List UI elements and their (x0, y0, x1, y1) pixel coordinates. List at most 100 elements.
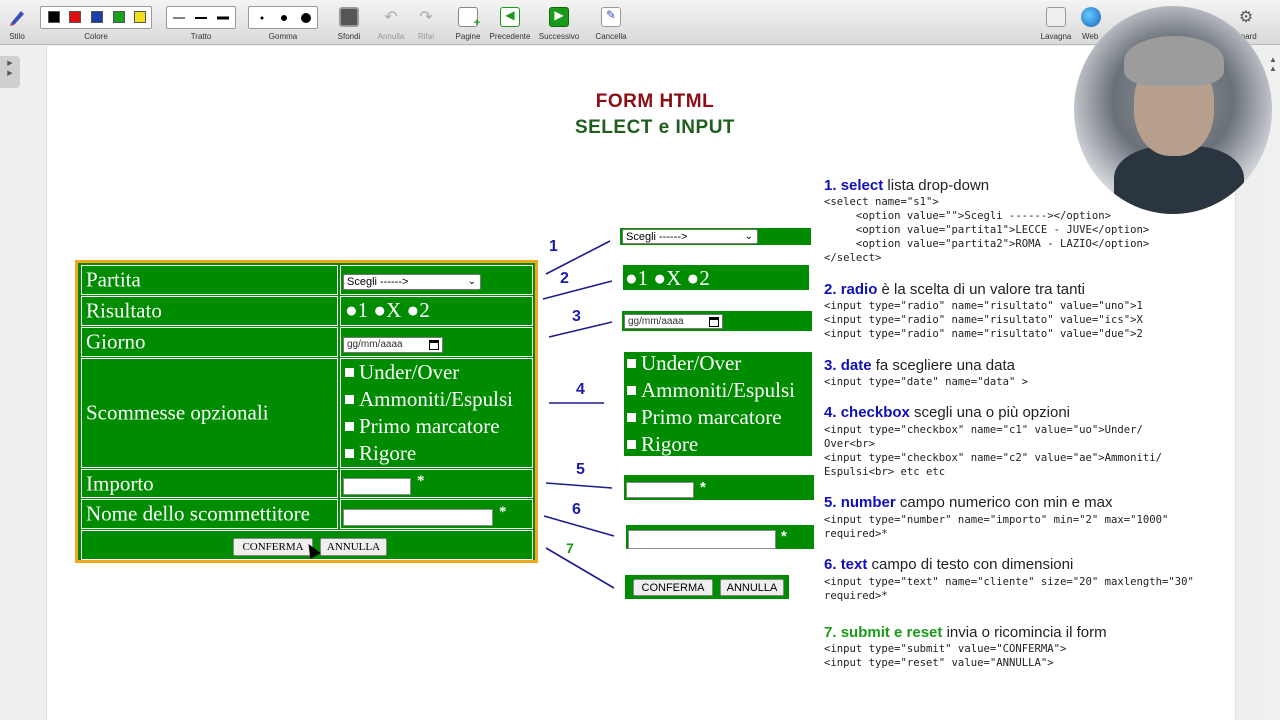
color-blue-swatch[interactable] (91, 11, 103, 23)
required-mark: * (417, 473, 425, 489)
tool-stilo[interactable]: Stilo (2, 3, 32, 43)
checkbox-label: Under/Over (359, 360, 460, 384)
label-cell: Importo (81, 469, 338, 498)
name-input[interactable] (343, 509, 493, 526)
tool-pagine[interactable]: + Pagine (452, 3, 484, 43)
sample-number-input[interactable] (626, 482, 694, 498)
submit-button[interactable]: CONFERMA (233, 538, 313, 556)
input-cell: gg/mm/aaaa (340, 327, 533, 357)
color-black-swatch[interactable] (48, 11, 60, 23)
stroke-group[interactable] (166, 6, 236, 29)
checkbox-primo-marcatore[interactable]: Primo marcatore (345, 416, 500, 437)
row-label-risultato: Risultato (86, 298, 162, 323)
sample-checkbox[interactable]: Primo marcatore (627, 407, 782, 428)
checkbox-ammoniti[interactable]: Ammoniti/Espulsi (345, 389, 513, 410)
sample-submit-button[interactable]: CONFERMA (633, 579, 713, 596)
sample-checkbox[interactable]: Rigore (627, 434, 698, 455)
whiteboard-icon (1046, 7, 1066, 27)
tool-label: Pagine (455, 32, 481, 41)
code-block-1: <select name="s1"> <option value="">Sceg… (824, 195, 1149, 265)
reset-button[interactable]: ANNULLA (320, 538, 387, 556)
explanation-keyword: radio (840, 281, 878, 298)
row-label-nome: Nome dello scommettitore (86, 501, 310, 526)
code-block-4: <input type="checkbox" name="c1" value="… (824, 423, 1162, 479)
explanation-text: è la scelta di un valore tra tanti (877, 281, 1085, 298)
tool-cancella[interactable]: ✎ Cancella (592, 3, 630, 43)
eraser-group[interactable] (248, 6, 318, 29)
color-yellow-swatch[interactable] (134, 11, 146, 23)
code-block-5: <input type="number" name="importo" min=… (824, 513, 1168, 541)
date-input[interactable]: gg/mm/aaaa (343, 337, 443, 353)
tool-label: Cancella (595, 32, 627, 41)
checkbox-box[interactable] (627, 386, 636, 395)
explanation-heading-2: 2. radio è la scelta di un valore tra ta… (824, 281, 1085, 298)
sample-reset-button[interactable]: ANNULLA (720, 579, 784, 596)
tool-sfondi[interactable]: Sfondi (332, 3, 366, 43)
step-number: 7 (566, 540, 574, 556)
undo-icon: ↶ (384, 9, 398, 26)
tool-precedente[interactable]: ◀ Precedente (486, 3, 534, 43)
step-number: 3 (572, 308, 581, 325)
tool-lavagna[interactable]: Lavagna (1036, 3, 1076, 43)
checkbox-rigore[interactable]: Rigore (345, 443, 416, 464)
tool-label: Board (1235, 32, 1257, 41)
tool-board[interactable]: ⚙ Board (1230, 3, 1262, 43)
sample-select[interactable]: Scegli ------>⌄ (622, 229, 758, 244)
explanation-number: 7. (824, 624, 837, 641)
tool-label: Stilo (9, 32, 25, 41)
amount-input[interactable] (343, 478, 411, 495)
tool-label: Colore (84, 32, 108, 41)
tool-successivo[interactable]: ▶ Successivo (536, 3, 582, 43)
code-line: </select> (824, 252, 882, 264)
code-line: required>* (824, 590, 888, 602)
input-cell: Under/Over Ammoniti/Espulsi Primo marcat… (340, 358, 533, 468)
presenter-hair (1124, 36, 1224, 86)
color-green-swatch[interactable] (113, 11, 125, 23)
checkbox-box[interactable] (345, 395, 354, 404)
label-cell: Giorno (81, 327, 338, 357)
page-title: FORM HTML (595, 91, 715, 112)
code-line: <input type="radio" name="risultato" val… (824, 300, 1143, 312)
tool-annulla[interactable]: ↶ Annulla (374, 3, 408, 43)
sample-select-widget: Scegli ------>⌄ (620, 228, 811, 245)
sample-checkbox[interactable]: Under/Over (627, 353, 741, 374)
tool-web[interactable]: Web (1080, 3, 1102, 43)
code-line: <select name="s1"> (824, 196, 939, 208)
match-select[interactable]: Scegli ------>⌄ (343, 274, 481, 290)
checkbox-label: Rigore (641, 432, 699, 456)
checkbox-box[interactable] (627, 413, 636, 422)
code-line: <input type="radio" name="risultato" val… (824, 314, 1143, 326)
row-label-importo: Importo (86, 471, 154, 495)
explanation-keyword: submit e reset (840, 624, 943, 641)
side-panel-toggle[interactable]: ▶▶ (0, 56, 20, 88)
calendar-icon (429, 340, 439, 350)
webcam-overlay (1074, 6, 1272, 214)
step-number: 5 (576, 461, 585, 478)
input-cell: ●1 ●X ●2 (340, 296, 533, 326)
explanation-text: scegli una o più opzioni (909, 404, 1070, 421)
checkbox-box[interactable] (627, 440, 636, 449)
sample-radio-group[interactable]: ●1 ●X ●2 (625, 266, 710, 290)
checkbox-box[interactable] (345, 422, 354, 431)
explanation-number: 3. (824, 357, 837, 374)
tool-label: Annulla (377, 32, 405, 41)
code-line: <input type="text" name="cliente" size="… (824, 576, 1194, 588)
result-radio-group[interactable]: ●1 ●X ●2 (345, 298, 430, 322)
explanation-text: fa scegliere una data (871, 357, 1015, 374)
code-line: required>* (824, 528, 888, 540)
sample-text-input[interactable] (628, 530, 776, 549)
checkbox-box[interactable] (627, 359, 636, 368)
code-line: <input type="reset" value="ANNULLA"> (824, 657, 1054, 669)
tool-rifai[interactable]: ↷ Rifai (410, 3, 442, 43)
color-red-swatch[interactable] (69, 11, 81, 23)
sample-checkbox[interactable]: Ammoniti/Espulsi (627, 380, 795, 401)
checkbox-box[interactable] (345, 368, 354, 377)
explanation-keyword: text (840, 556, 868, 573)
label-cell: Partita (81, 265, 338, 295)
buttons-cell: CONFERMA ANNULLA (81, 530, 533, 560)
sample-date-input[interactable]: gg/mm/aaaa (624, 314, 723, 329)
checkbox-under-over[interactable]: Under/Over (345, 362, 459, 383)
checkbox-box[interactable] (345, 449, 354, 458)
right-panel-toggle[interactable]: ▲▲ (1266, 55, 1280, 720)
sample-number-widget: * (624, 475, 814, 500)
